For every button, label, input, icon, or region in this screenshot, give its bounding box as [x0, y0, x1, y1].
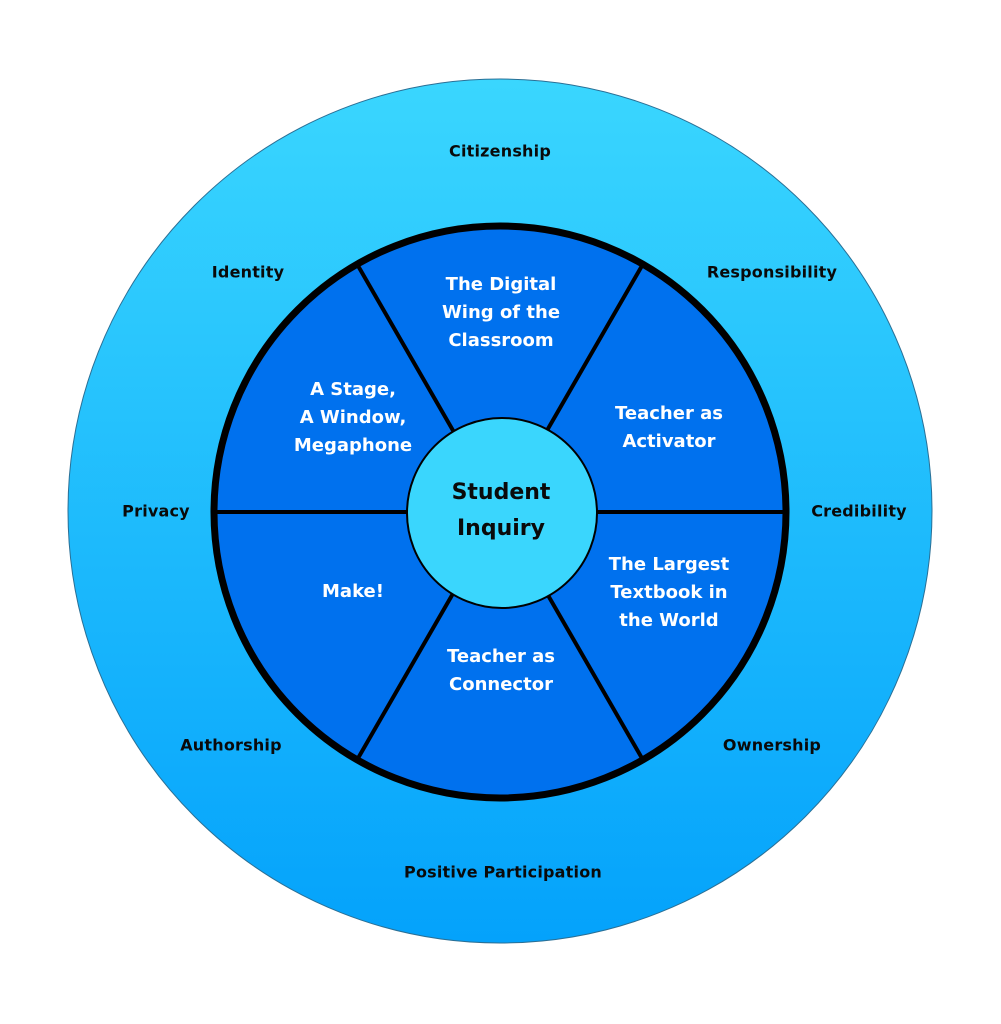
sector-line: Connector: [449, 674, 553, 695]
sector-line: A Stage,: [310, 379, 396, 400]
sector-line: The Digital: [445, 274, 557, 295]
sector-line: Teacher as: [447, 646, 555, 667]
core-circle: [406, 417, 598, 609]
core-line: Inquiry: [457, 516, 545, 541]
sector-line: Wing of the: [441, 302, 561, 323]
sector-digital-wing: The Digital Wing of the Classroom: [442, 271, 560, 355]
label-ownership: Ownership: [722, 735, 822, 755]
label-authorship: Authorship: [180, 735, 282, 755]
sector-line: Make!: [322, 581, 384, 602]
sector-line: Teacher as: [615, 403, 723, 424]
sector-line: Textbook in: [610, 582, 728, 603]
label-identity: Identity: [211, 262, 285, 282]
sector-largest-textbook: The Largest Textbook in the World: [609, 551, 729, 635]
sector-line: A Window,: [299, 407, 407, 428]
sector-teacher-connector: Teacher as Connector: [447, 643, 555, 699]
sector-stage-window: A Stage, A Window, Megaphone: [294, 376, 412, 460]
label-credibility: Credibility: [811, 501, 907, 521]
core-line: Student: [451, 480, 551, 505]
sector-line: Classroom: [448, 330, 554, 351]
label-positive-participation: Positive Participation: [404, 862, 602, 882]
label-citizenship: Citizenship: [449, 141, 551, 161]
label-responsibility: Responsibility: [706, 262, 838, 282]
sector-line: the World: [619, 610, 719, 631]
label-privacy: Privacy: [122, 501, 190, 521]
sector-make: Make!: [322, 578, 384, 606]
sector-line: Megaphone: [293, 435, 413, 456]
core-label: Student Inquiry: [452, 475, 551, 547]
sector-line: Activator: [622, 431, 716, 452]
sector-teacher-activator: Teacher as Activator: [615, 400, 723, 456]
sector-line: The Largest: [608, 554, 730, 575]
